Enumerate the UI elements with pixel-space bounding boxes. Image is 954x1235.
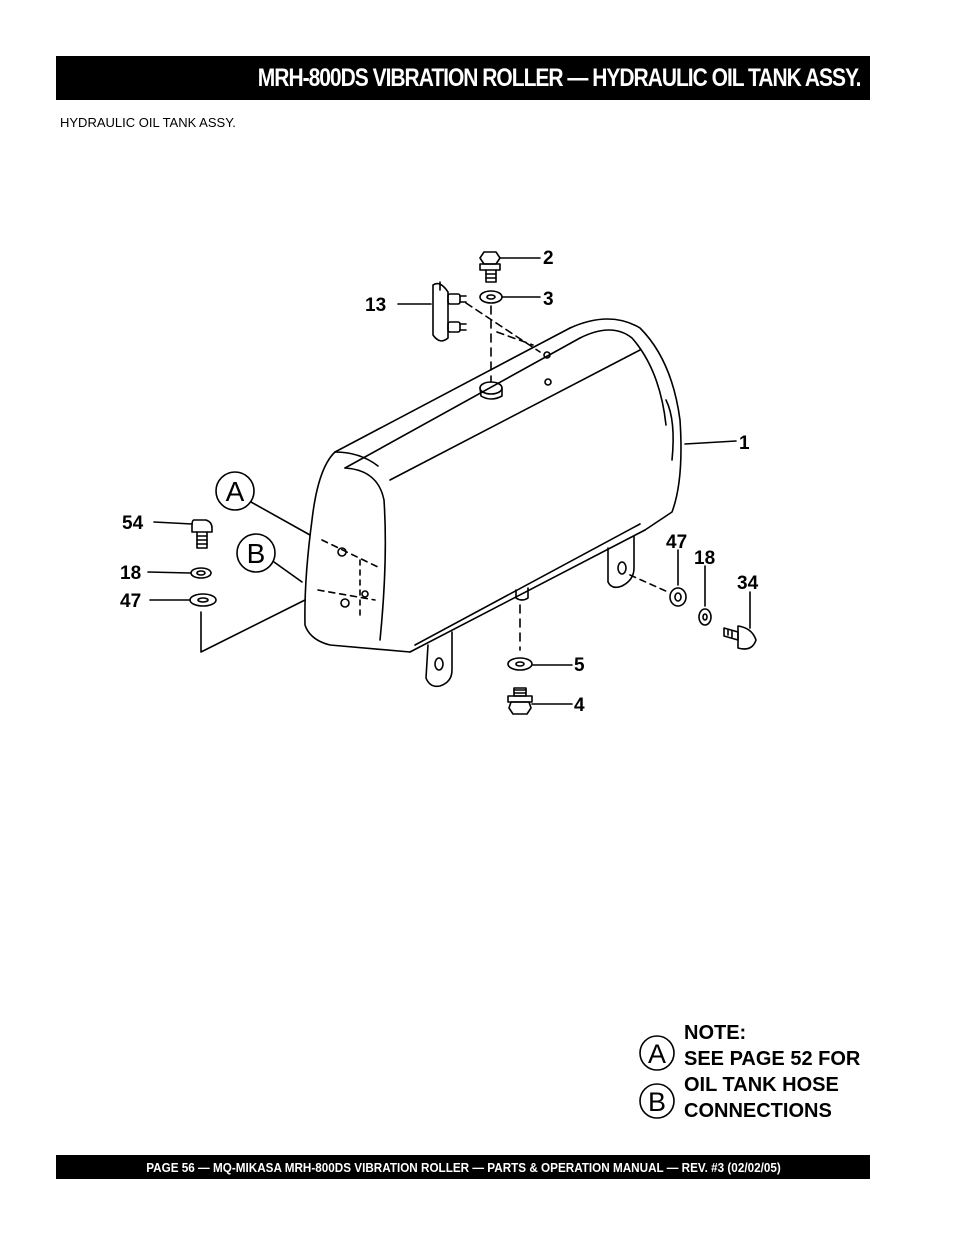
note-circle-b [639,1083,675,1119]
note-circle-a [639,1035,675,1071]
callout-4: 4 [574,695,585,716]
part-18-lockwasher-right [698,565,712,626]
part-13-bracket [397,281,541,353]
part-2-bolt [479,251,541,283]
note-heading: NOTE: [684,1022,747,1044]
part-5-washer [507,657,573,671]
callout-1: 1 [739,433,750,454]
hydraulic-oil-tank [304,318,682,688]
note-block: NOTE: SEE PAGE 52 FOR OIL TANK HOSE CONN… [684,1020,870,1130]
callout-54: 54 [122,513,144,534]
part-47-washer-right [629,549,687,607]
callout-13: 13 [365,295,386,316]
callout-3: 3 [543,289,554,310]
callout-2: 2 [543,248,554,269]
part-47-washer-left [149,593,217,607]
callout-circle-b-letter: B [247,538,266,569]
callout-18-right: 18 [694,548,715,569]
callout-circle-a-letter: A [226,476,245,507]
callout-34: 34 [737,573,759,594]
callout-circle-b [236,533,276,573]
footer-text: PAGE 56 — MQ-MIKASA MRH-800DS VIBRATION … [145,1159,781,1175]
callout-circle-a [215,471,255,511]
page-footer: PAGE 56 — MQ-MIKASA MRH-800DS VIBRATION … [56,1155,870,1179]
note-circle-b-letter: B [648,1087,666,1117]
part-54-bolt [153,519,213,549]
note-line-1: SEE PAGE 52 FOR [684,1048,861,1070]
callout-5: 5 [574,655,585,676]
note-line-2: OIL TANK HOSE [684,1074,839,1096]
part-3-washer [479,290,541,383]
note-line-3: CONNECTIONS [684,1100,832,1122]
section-subtitle: HYDRAULIC OIL TANK ASSY. [60,115,236,130]
page-title: MRH-800DS VIBRATION ROLLER — HYDRAULIC O… [257,63,861,92]
callout-47-left: 47 [120,591,141,612]
part-4-drain-plug [507,687,573,715]
note-circle-a-letter: A [648,1039,666,1069]
page-title-bar: MRH-800DS VIBRATION ROLLER — HYDRAULIC O… [56,56,870,100]
callout-47-right: 47 [666,532,687,553]
part-18-lockwasher-left [147,567,212,579]
part-34-bolt [723,591,757,650]
callout-18-left: 18 [120,563,141,584]
